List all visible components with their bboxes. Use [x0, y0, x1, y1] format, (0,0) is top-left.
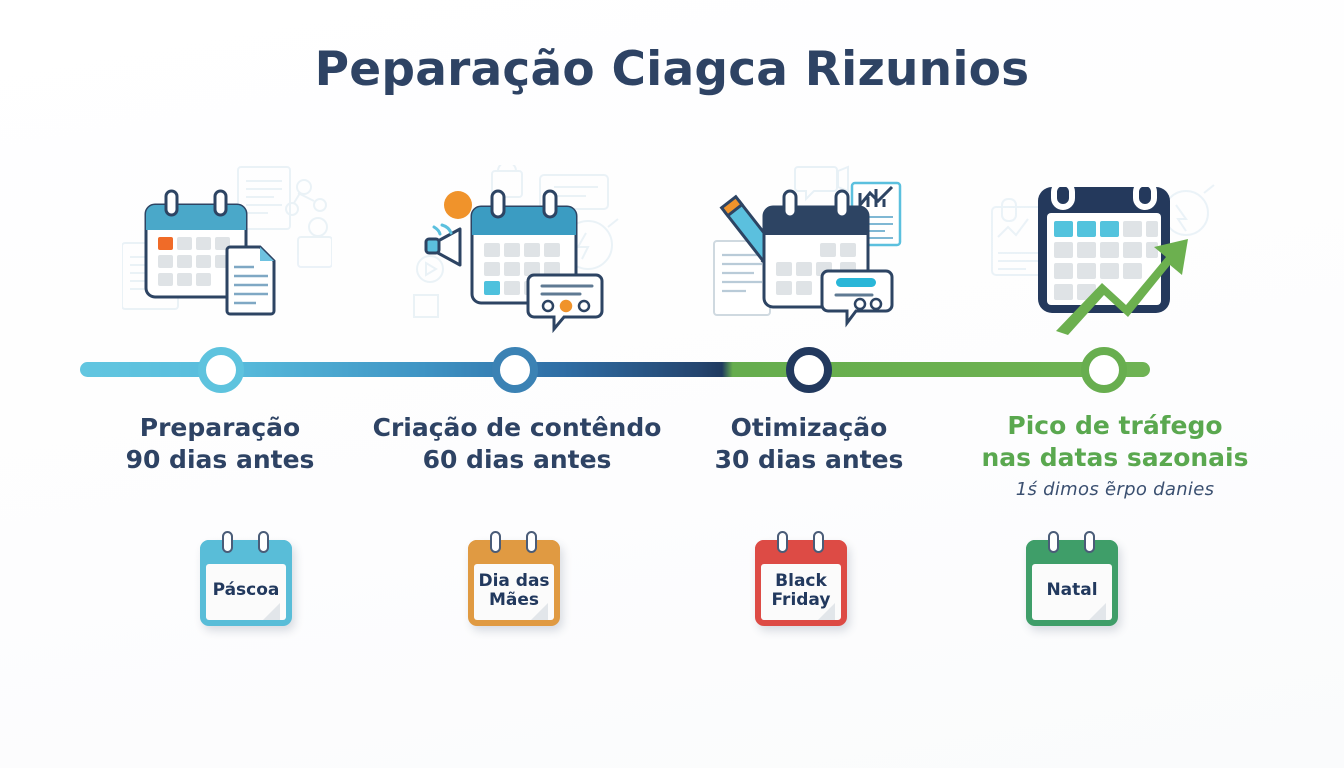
calendar-ring-icon: [1084, 531, 1095, 553]
calendar-megaphone-icon: [412, 161, 622, 340]
step-label-pico: Pico de tráfego nas datas sazonais 1ś di…: [960, 410, 1270, 501]
calendar-ring-icon: [526, 531, 537, 553]
season-card-pascoa[interactable]: Páscoa: [200, 531, 292, 626]
timeline-node-preparacao[interactable]: [198, 347, 244, 393]
calendar-ring-icon: [490, 531, 501, 553]
page-fold-icon: [818, 603, 835, 620]
page-title: Peparação Ciagca Rizunios: [314, 42, 1030, 97]
season-card-natal[interactable]: Natal: [1026, 531, 1118, 626]
season-card-label: Black Friday: [771, 570, 831, 610]
page-fold-icon: [1089, 603, 1106, 620]
season-card-label: Natal: [1046, 580, 1098, 601]
calendar-ring-icon: [777, 531, 788, 553]
page-fold-icon: [263, 603, 280, 620]
step-title: Otimização: [730, 413, 888, 442]
season-card-body: Natal: [1032, 564, 1112, 620]
season-card-dia-das-maes[interactable]: Dia das Mães: [468, 531, 560, 626]
step-title: Pico de tráfego: [1007, 411, 1223, 440]
calendar-ring-icon: [222, 531, 233, 553]
calendar-growth-arrow-icon: [990, 165, 1220, 345]
step-label-criacao: Criação de contêndo 60 dias antes: [372, 412, 662, 476]
timeline-node-pico[interactable]: [1081, 347, 1127, 393]
season-card-body: Páscoa: [206, 564, 286, 620]
page-fold-icon: [531, 603, 548, 620]
calendar-ring-icon: [258, 531, 269, 553]
step-title: Criação de contêndo: [372, 413, 662, 442]
calendar-document-icon: [121, 165, 333, 340]
season-card-body: Black Friday: [761, 564, 841, 620]
step-label-otimizacao: Otimização 30 dias antes: [684, 412, 934, 476]
step-timing: nas datas sazonais: [981, 443, 1249, 472]
calendar-ring-icon: [813, 531, 824, 553]
step-timing: 30 dias antes: [714, 445, 904, 474]
timeline-node-otimizacao[interactable]: [786, 347, 832, 393]
season-card-label: Páscoa: [212, 580, 280, 601]
season-card-black-friday[interactable]: Black Friday: [755, 531, 847, 626]
step-timing: 60 dias antes: [422, 445, 612, 474]
step-subtitle: 1ś dimos ẽrpo danies: [1015, 479, 1215, 500]
step-timing: 90 dias antes: [125, 445, 315, 474]
calendar-pencil-chart-icon: [702, 165, 912, 340]
calendar-ring-icon: [1048, 531, 1059, 553]
timeline-node-criacao[interactable]: [492, 347, 538, 393]
step-label-preparacao: Preparação 90 dias antes: [90, 412, 350, 476]
timeline-bar: [80, 362, 1150, 377]
season-card-label: Dia das Mães: [478, 570, 550, 610]
step-title: Preparação: [139, 413, 301, 442]
season-card-body: Dia das Mães: [474, 564, 554, 620]
